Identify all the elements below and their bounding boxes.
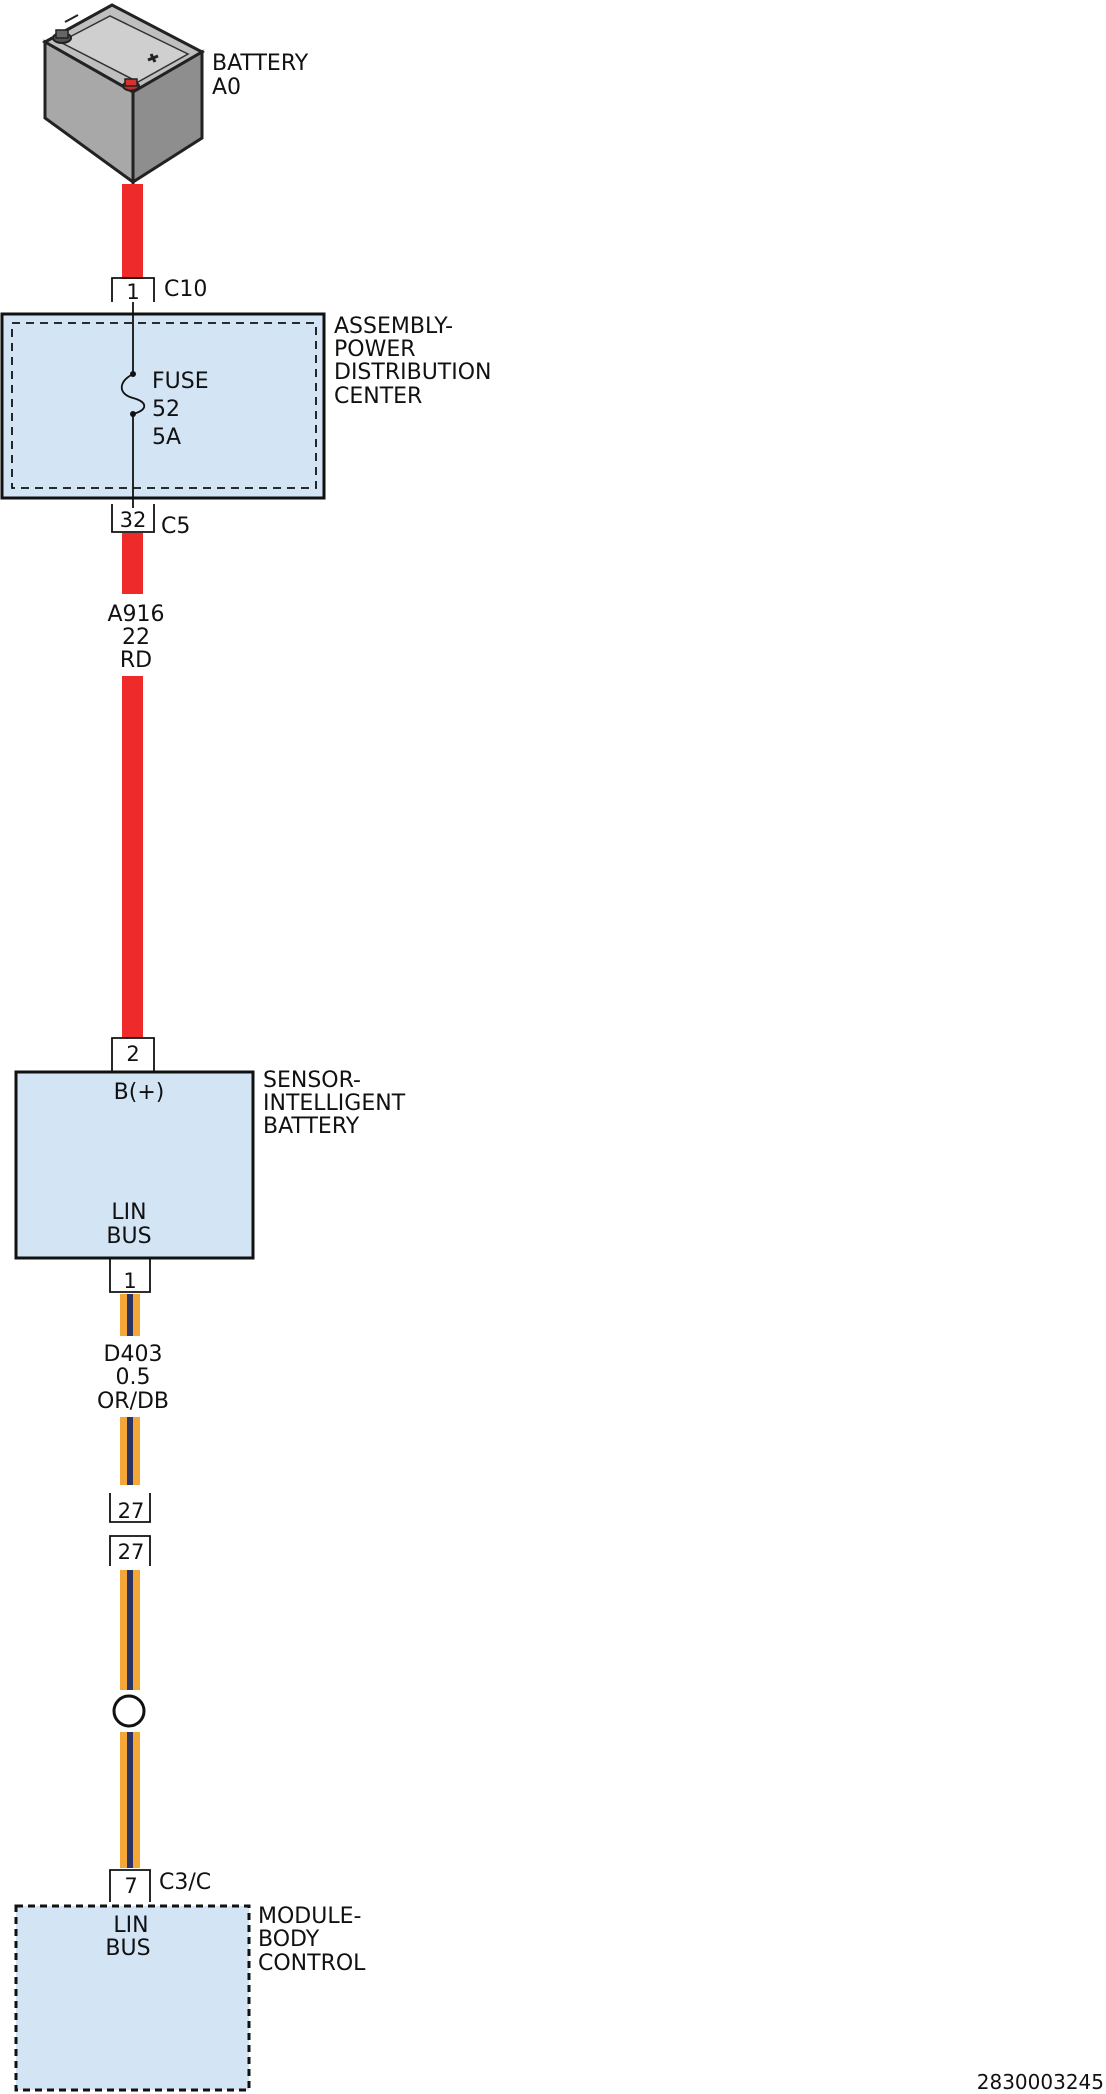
pdc-name-line1: ASSEMBLY- (334, 314, 453, 339)
sensor-lin-line1: LIN (111, 1200, 146, 1225)
wire-a916-lower (122, 676, 143, 1038)
connector-c3c-name: C3/C (159, 1870, 211, 1895)
fuse-label: FUSE (152, 369, 209, 394)
connector-inline-a-pin: 27 (118, 1499, 145, 1523)
connector-c5-pin: 32 (120, 508, 147, 532)
power-distribution-center (0, 312, 326, 500)
sensor-name-line2: INTELLIGENT (263, 1091, 406, 1116)
wire-a916-circuit: A916 (107, 602, 164, 627)
connector-sensor-in-pin: 2 (126, 1042, 139, 1066)
wire-d403-gauge: 0.5 (116, 1365, 151, 1390)
wire-d403-seg1 (120, 1294, 140, 1336)
wire-d403-color: OR/DB (97, 1389, 169, 1414)
battery-icon (41, 3, 206, 185)
wire-d403-seg3 (120, 1570, 140, 1690)
bcm-name-line3: CONTROL (258, 1951, 366, 1976)
sensor-pin-bplus: B(+) (114, 1080, 165, 1105)
connector-c10-pin: 1 (126, 280, 139, 304)
sensor-name-line1: SENSOR- (263, 1068, 361, 1093)
wire-a916-color: RD (120, 648, 152, 673)
sensor-lin-line2: BUS (106, 1224, 151, 1249)
connector-c5: 32 (111, 504, 155, 533)
connector-sensor-out-pin: 1 (123, 1269, 136, 1293)
bcm-lin-line1: LIN (113, 1913, 148, 1938)
intelligent-battery-sensor (14, 1070, 255, 1260)
wire-a916-gauge: 22 (122, 625, 150, 650)
body-control-module (14, 1904, 251, 2092)
connector-inline-b: 27 (109, 1535, 151, 1566)
connector-sensor-out: 1 (109, 1258, 151, 1293)
pdc-name-line2: POWER (334, 337, 416, 362)
connector-inline-a: 27 (109, 1493, 151, 1523)
connector-c10: 1 (111, 277, 155, 304)
fuse-number: 52 (152, 397, 180, 422)
connector-inline-b-pin: 27 (118, 1540, 145, 1564)
pdc-name-line4: CENTER (334, 384, 422, 409)
wire-a916-upper (122, 533, 143, 594)
bcm-lin-line2: BUS (105, 1936, 150, 1961)
figure-id: 2830003245 (977, 2070, 1104, 2094)
battery-id: A0 (212, 75, 241, 100)
splice-point-icon (112, 1694, 146, 1728)
connector-sensor-in: 2 (111, 1037, 155, 1072)
wire-d403-circuit: D403 (104, 1342, 163, 1367)
connector-c3c: 7 (109, 1869, 151, 1902)
pdc-name-line3: DISTRIBUTION (334, 360, 492, 385)
connector-c3c-pin: 7 (124, 1874, 137, 1898)
bcm-name-line1: MODULE- (258, 1904, 361, 1929)
wire-d403-seg2 (120, 1417, 140, 1485)
wire-battery-feed (122, 184, 143, 279)
connector-c10-name: C10 (164, 277, 207, 302)
battery-name: BATTERY (212, 51, 309, 76)
connector-c5-name: C5 (161, 514, 190, 539)
bcm-name-line2: BODY (258, 1927, 320, 1952)
sensor-name-line3: BATTERY (263, 1114, 360, 1139)
fuse-rating: 5A (152, 425, 181, 450)
wire-d403-seg4 (120, 1732, 140, 1868)
fuse-icon (120, 302, 146, 508)
